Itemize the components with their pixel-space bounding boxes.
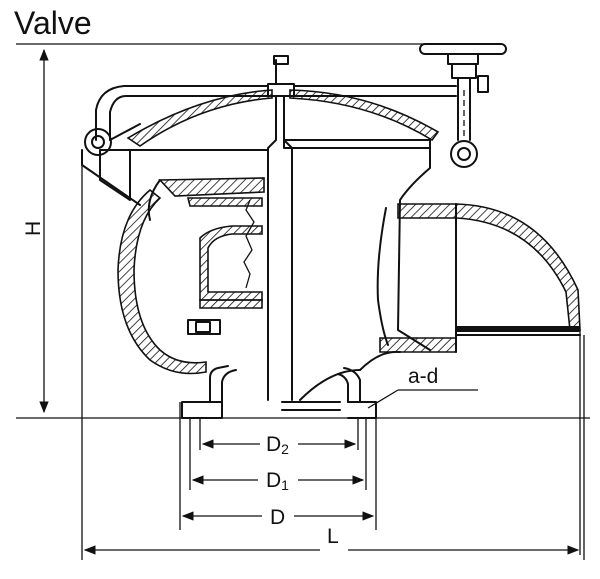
- height-dimension: H: [22, 48, 49, 414]
- d-dimension: D: [181, 506, 375, 529]
- bolt-holes-callout: a-d: [367, 365, 478, 409]
- right-pivot: [450, 140, 478, 168]
- handwheel[interactable]: [419, 43, 507, 141]
- d1-subscript: 1: [281, 477, 289, 493]
- valve-body: [81, 55, 581, 419]
- svg-text:D2: D2: [266, 433, 289, 457]
- holes-label: a-d: [408, 365, 438, 388]
- d2-label: D: [266, 433, 281, 456]
- l-dimension: L: [83, 525, 580, 555]
- lever-arm: [95, 85, 457, 141]
- d2-dimension: D2: [201, 433, 357, 457]
- left-pivot: [84, 128, 112, 156]
- height-label: H: [22, 221, 45, 236]
- l-label: L: [327, 525, 339, 548]
- svg-text:D1: D1: [266, 469, 289, 493]
- d2-subscript: 2: [281, 441, 289, 457]
- d-label: D: [270, 506, 285, 529]
- title: Valve: [14, 5, 92, 41]
- d1-label: D: [266, 469, 281, 492]
- d1-dimension: D1: [191, 469, 365, 493]
